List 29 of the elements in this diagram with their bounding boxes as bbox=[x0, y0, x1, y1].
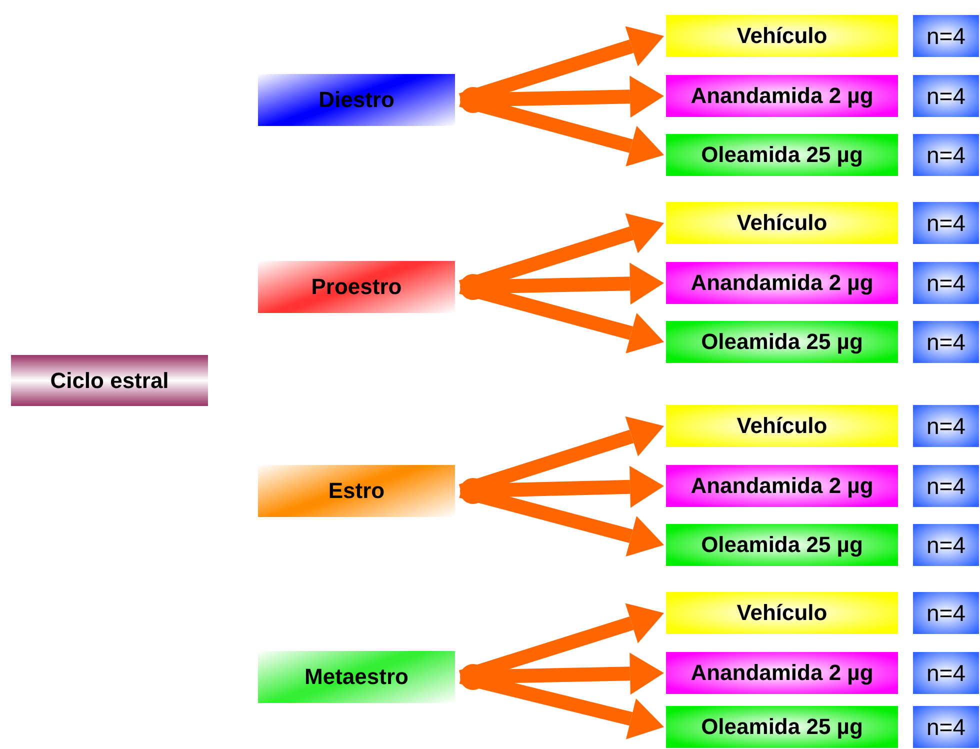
phase-box: Diestro bbox=[258, 74, 455, 126]
treatment-box: Anandamida 2 µg bbox=[666, 75, 898, 117]
sample-size-box: n=4 bbox=[913, 652, 979, 694]
treatment-box: Vehículo bbox=[666, 202, 898, 244]
sample-size-box: n=4 bbox=[913, 592, 979, 634]
sample-size-box: n=4 bbox=[913, 524, 979, 566]
treatment-box: Vehículo bbox=[666, 592, 898, 634]
treatment-box: Anandamida 2 µg bbox=[666, 262, 898, 304]
cycle-box: Ciclo estral bbox=[11, 355, 208, 406]
sample-size-box: n=4 bbox=[913, 465, 979, 507]
sample-size-box: n=4 bbox=[913, 321, 979, 363]
sample-size-box: n=4 bbox=[913, 134, 979, 176]
sample-size-box: n=4 bbox=[913, 75, 979, 117]
phase-box: Metaestro bbox=[258, 651, 455, 703]
treatment-box: Oleamida 25 µg bbox=[666, 706, 898, 748]
treatment-box: Anandamida 2 µg bbox=[666, 652, 898, 694]
treatment-box: Oleamida 25 µg bbox=[666, 321, 898, 363]
sample-size-box: n=4 bbox=[913, 202, 979, 244]
phase-box: Estro bbox=[258, 465, 455, 517]
sample-size-box: n=4 bbox=[913, 405, 979, 447]
treatment-box: Oleamida 25 µg bbox=[666, 524, 898, 566]
sample-size-box: n=4 bbox=[913, 15, 979, 57]
treatment-box: Anandamida 2 µg bbox=[666, 465, 898, 507]
treatment-box: Vehículo bbox=[666, 15, 898, 57]
treatment-box: Vehículo bbox=[666, 405, 898, 447]
treatment-box: Oleamida 25 µg bbox=[666, 134, 898, 176]
phase-box: Proestro bbox=[258, 261, 455, 313]
sample-size-box: n=4 bbox=[913, 706, 979, 748]
sample-size-box: n=4 bbox=[913, 262, 979, 304]
